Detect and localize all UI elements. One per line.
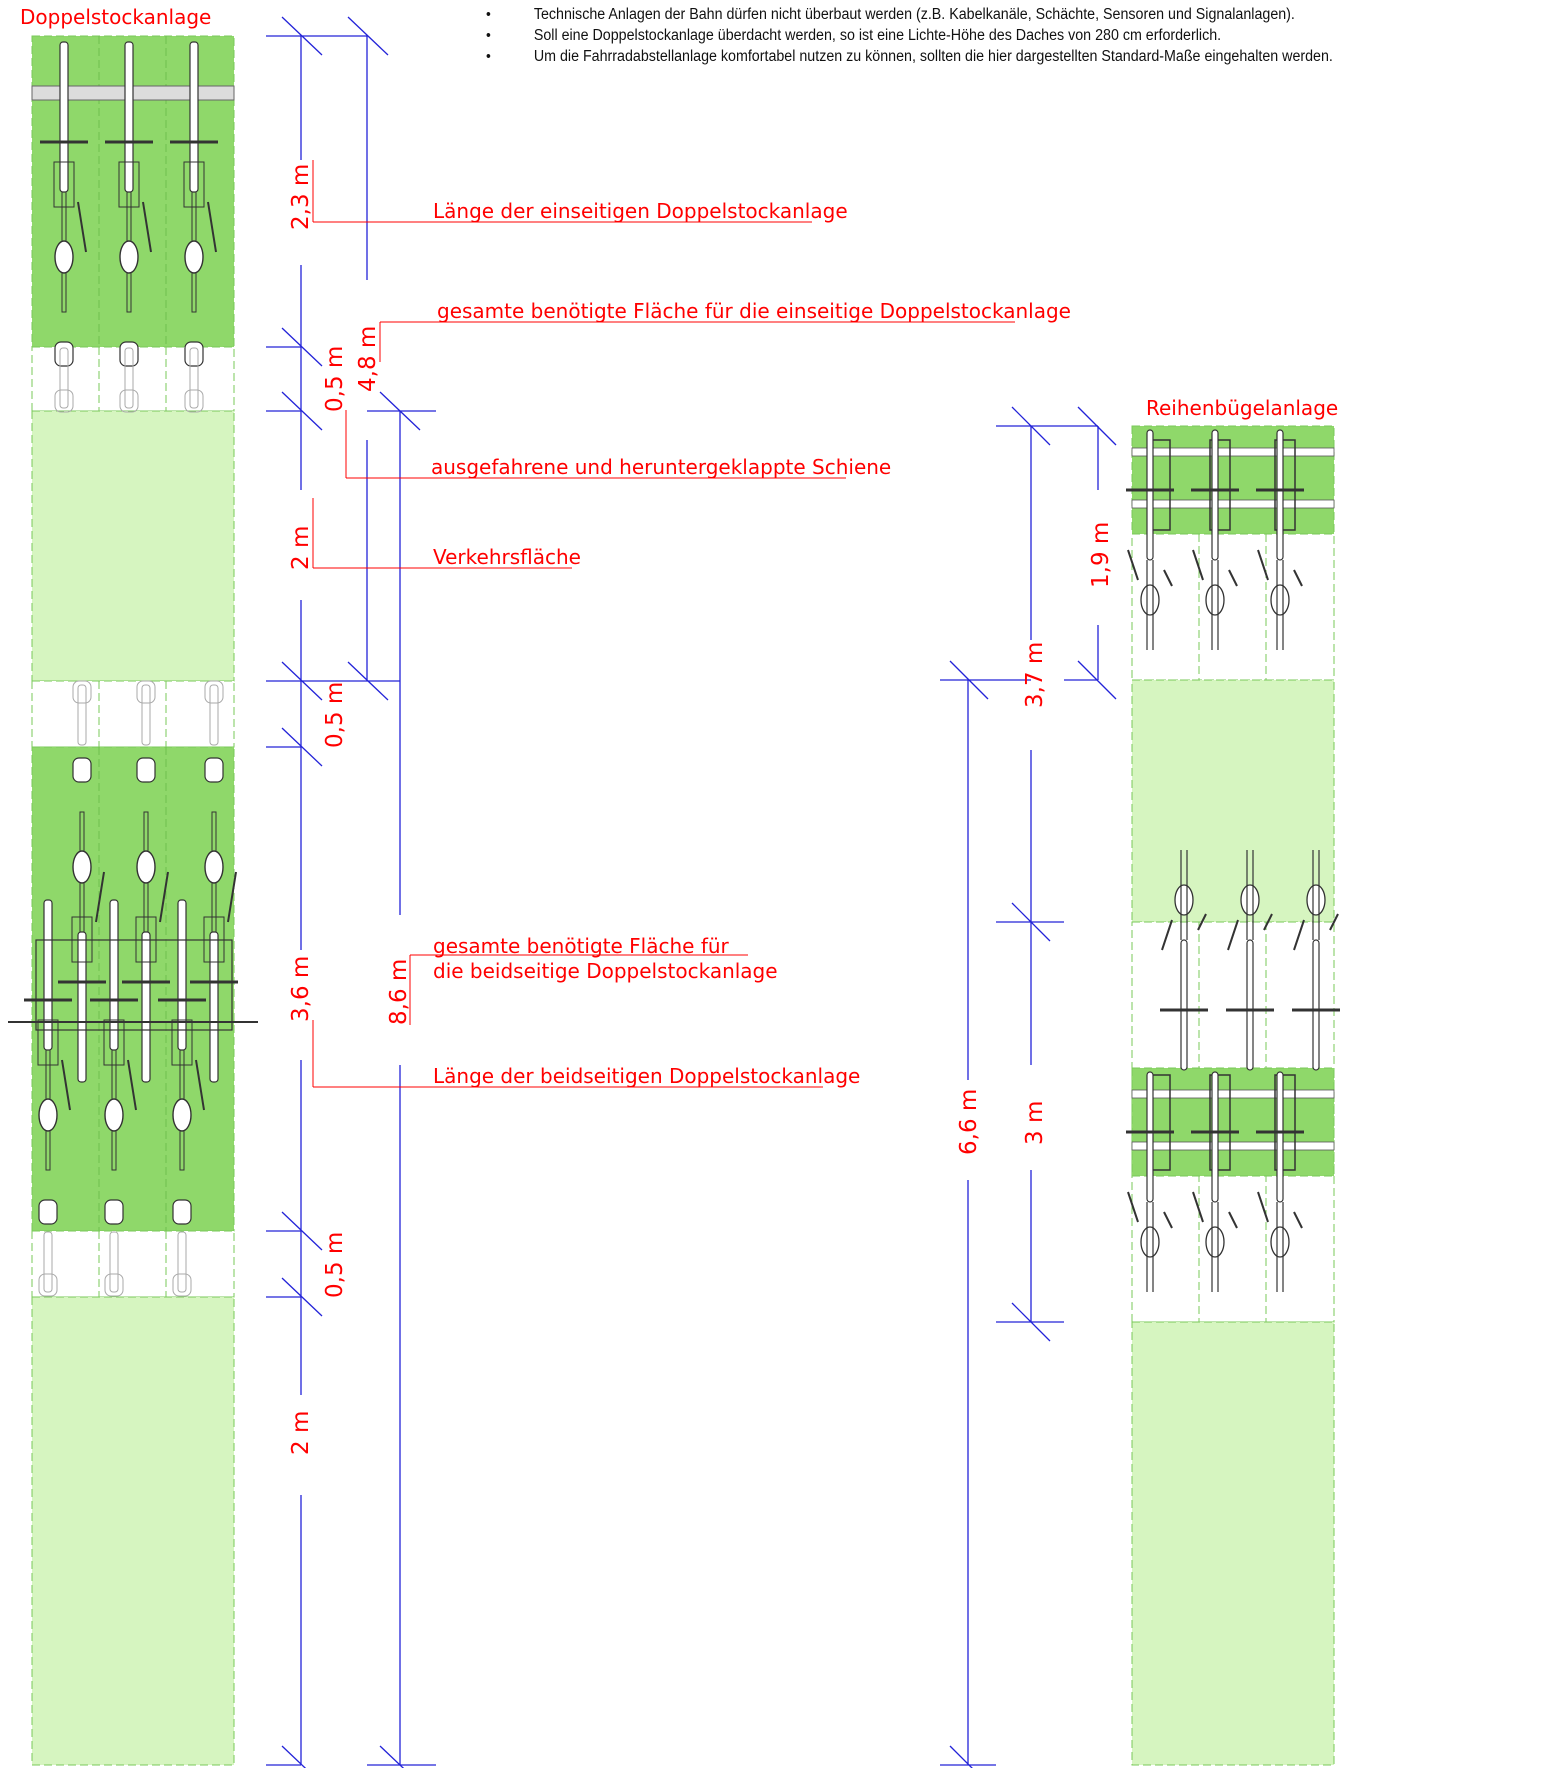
rail-zone-2	[31, 680, 235, 748]
leader-lines-left	[312, 160, 1015, 1088]
rail-top	[1131, 425, 1335, 535]
label-laenge-beidseitig: Länge der beidseitigen Doppelstockanlage	[433, 1064, 861, 1088]
dim-2m-b: 2 m	[288, 1411, 314, 1455]
label-laenge-einseitig: Länge der einseitigen Doppelstockanlage	[433, 199, 848, 223]
right-plan	[1124, 425, 1342, 1766]
dim-1-9m: 1,9 m	[1088, 522, 1114, 588]
label-flaeche-beidseitig-1: gesamte benötigte Fläche für	[433, 934, 729, 958]
rail-zone-3	[31, 1230, 235, 1298]
left-plan	[8, 35, 258, 1766]
notes-list: Technische Anlagen der Bahn dürfen nicht…	[486, 4, 1443, 67]
rail-mid	[1131, 1067, 1335, 1177]
dim-6-6m: 6,6 m	[956, 1089, 982, 1155]
note-item: Soll eine Doppelstockanlage überdacht we…	[486, 25, 1443, 46]
traffic-area-right-1	[1131, 679, 1335, 923]
dim-2m-a: 2 m	[288, 526, 314, 570]
right-plan-title: Reihenbügelanlage	[1146, 396, 1339, 420]
left-plan-title: Doppelstockanlage	[20, 5, 212, 29]
dim-3m: 3 m	[1022, 1101, 1048, 1145]
dim-4-8m: 4,8 m	[355, 326, 381, 392]
dimension-lines-left	[266, 16, 436, 1768]
dim-texts-right: 1,9 m 3,7 m 3 m 6,6 m	[956, 522, 1114, 1155]
dim-8-6m: 8,6 m	[386, 959, 412, 1025]
dim-texts-left: 2,3 m 0,5 m 4,8 m 2 m 0,5 m 3,6 m 8,6 m …	[288, 164, 412, 1455]
label-verkehrsflaeche: Verkehrsfläche	[433, 545, 581, 569]
traffic-area-2	[31, 1296, 235, 1766]
label-flaeche-einseitig: gesamte benötigte Fläche für die einseit…	[437, 299, 1071, 323]
dim-3-7m: 3,7 m	[1022, 642, 1048, 708]
traffic-area-right-2	[1131, 1321, 1335, 1766]
dimension-lines-right	[940, 406, 1117, 1768]
note-item: Um die Fahrradabstellanlage komfortabel …	[486, 46, 1443, 67]
dim-0-5m-b: 0,5 m	[322, 682, 348, 748]
label-schiene: ausgefahrene und heruntergeklappte Schie…	[431, 455, 892, 479]
dim-2-3m: 2,3 m	[288, 164, 314, 230]
dim-3-6m: 3,6 m	[288, 956, 314, 1022]
traffic-area-1	[31, 410, 235, 682]
parking-zone-top	[1131, 533, 1335, 681]
note-item: Technische Anlagen der Bahn dürfen nicht…	[486, 4, 1443, 25]
dim-0-5m-a: 0,5 m	[322, 346, 348, 412]
dim-0-5m-c: 0,5 m	[322, 1232, 348, 1298]
label-flaeche-beidseitig-2: die beidseitige Doppelstockanlage	[433, 959, 778, 983]
rack-area-double	[31, 746, 235, 1232]
